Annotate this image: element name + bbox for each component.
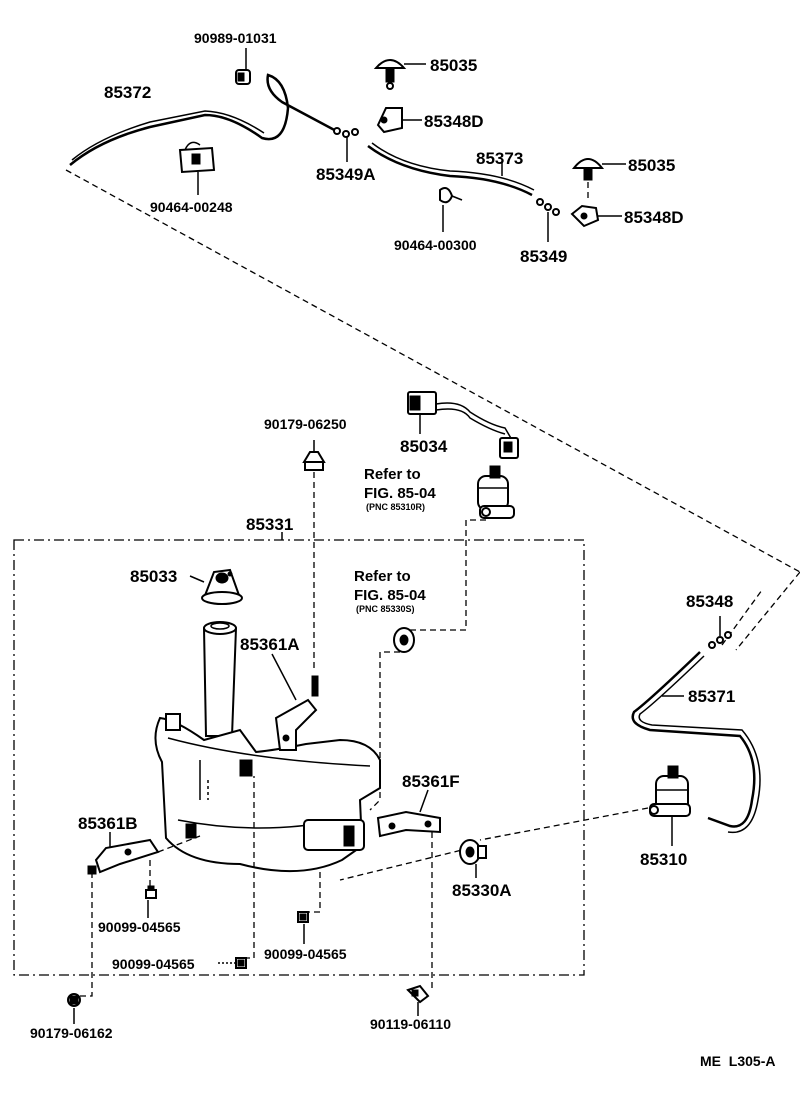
hose-85372	[69, 73, 341, 166]
grommet-85330S	[393, 627, 415, 653]
washer-reservoir-tank	[154, 621, 381, 873]
clip-90464-00248	[178, 141, 216, 174]
label-85035-a: 85035	[430, 56, 477, 75]
label-90464-00300: 90464-00300	[394, 237, 477, 253]
joint-85349	[536, 198, 560, 216]
ref-2-line2: FIG. 85-04	[354, 587, 426, 604]
pump-85310R-plug	[499, 437, 519, 459]
bracket-85361A	[274, 675, 319, 751]
label-85348D-b: 85348D	[624, 208, 684, 227]
label-90989-01031: 90989-01031	[194, 30, 277, 46]
screw-90179-06162	[67, 993, 81, 1007]
hose-85371	[631, 651, 756, 828]
bracket-85361F	[376, 810, 441, 838]
label-90179-06250: 90179-06250	[264, 416, 347, 432]
ref-2-line3: (PNC 85330S)	[356, 604, 415, 614]
nozzle-85035-b	[571, 158, 605, 181]
ref-1-line1: Refer to	[364, 466, 421, 483]
reservoir-group-box	[13, 539, 585, 976]
washer-pump-upper	[477, 465, 515, 519]
nozzle-85035-a	[373, 59, 407, 90]
hose-85373	[367, 144, 533, 197]
label-85034: 85034	[400, 437, 448, 456]
label-85349A: 85349A	[316, 165, 376, 184]
label-90119-06110: 90119-06110	[370, 1016, 451, 1032]
label-85310: 85310	[640, 850, 687, 869]
label-90099-04565-c: 90099-04565	[112, 956, 195, 972]
ref-1-line2: FIG. 85-04	[364, 485, 436, 502]
label-85348D-a: 85348D	[424, 112, 484, 131]
label-85349: 85349	[520, 247, 567, 266]
label-85033: 85033	[130, 567, 177, 586]
nozzle-bracket-85348D-b	[570, 204, 600, 228]
label-85035-b: 85035	[628, 156, 675, 175]
joint-85349A	[333, 127, 359, 138]
bolt-90119-06110	[406, 984, 430, 1004]
bolt-90099-04565-c	[235, 957, 247, 969]
ref-1-line3: (PNC 85310R)	[366, 502, 425, 512]
joint-85348	[708, 631, 732, 649]
connector-85034	[407, 391, 437, 415]
ref-2-line1: Refer to	[354, 568, 411, 585]
grommet-85330A	[459, 839, 487, 865]
label-85361A: 85361A	[240, 635, 300, 654]
label-85330A: 85330A	[452, 881, 512, 900]
nozzle-bracket-85348D-a	[376, 107, 403, 134]
label-90179-06162: 90179-06162	[30, 1025, 113, 1041]
hose-85372-inner	[71, 110, 265, 161]
label-85361B: 85361B	[78, 814, 138, 833]
label-85331: 85331	[246, 515, 293, 534]
label-85348: 85348	[686, 592, 733, 611]
clip-90464-00300	[439, 187, 463, 204]
label-85372: 85372	[104, 83, 151, 102]
figure-code: ME L305-A	[700, 1053, 775, 1069]
label-90099-04565-b: 90099-04565	[264, 946, 347, 962]
bracket-85361B	[87, 838, 160, 875]
cap-85033	[201, 568, 243, 605]
label-90099-04565-a: 90099-04565	[98, 919, 181, 935]
bolt-90099-04565-b	[297, 911, 309, 923]
label-85371: 85371	[688, 687, 735, 706]
label-85361F: 85361F	[402, 772, 460, 791]
bolt-90099-04565-a	[145, 885, 157, 899]
label-85373: 85373	[476, 149, 523, 168]
clamp-90989-01031	[235, 69, 251, 85]
clip-90179-06250	[302, 451, 326, 471]
label-90464-00248: 90464-00248	[150, 199, 233, 215]
washer-pump-85310	[649, 765, 691, 817]
